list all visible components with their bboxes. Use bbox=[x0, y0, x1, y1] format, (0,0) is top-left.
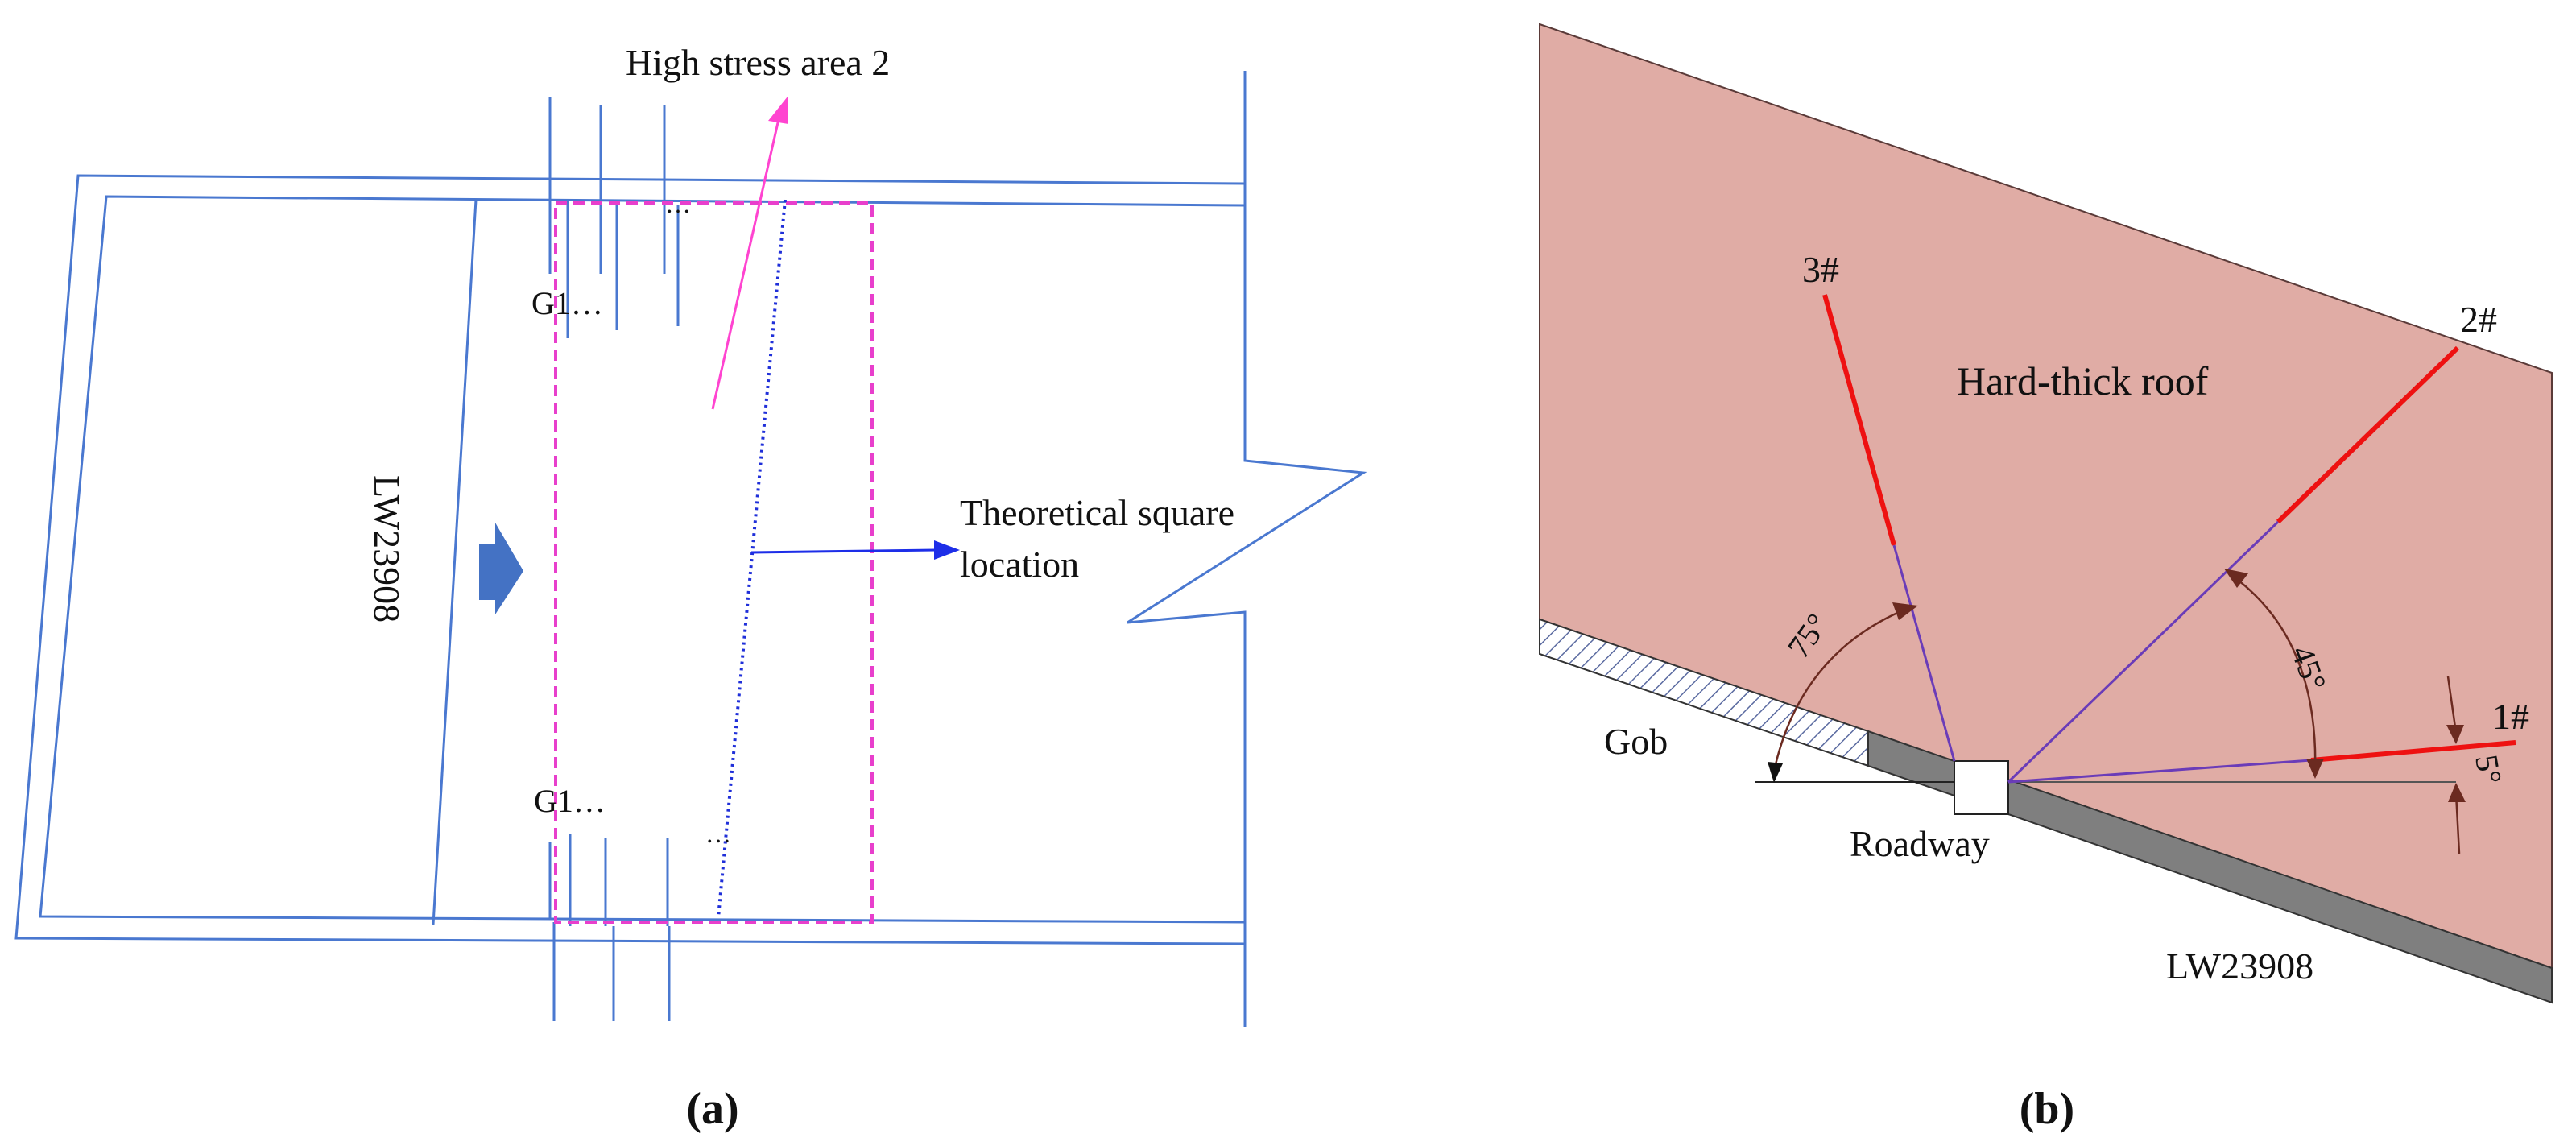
gob-label: Gob bbox=[1604, 721, 1668, 762]
drill-hole-3 bbox=[1822, 294, 1956, 762]
caption-a: (a) bbox=[686, 1084, 738, 1134]
angle-5-label: 5° bbox=[2468, 752, 2509, 787]
high-stress-area-box bbox=[554, 201, 874, 924]
angle-arc-5 bbox=[2446, 676, 2466, 854]
theory-label-line1: Theoretical square bbox=[960, 492, 1234, 533]
group-label-top: G1… bbox=[531, 285, 603, 321]
roadway-opening bbox=[1954, 760, 2009, 815]
face-label-a: LW23908 bbox=[366, 475, 407, 623]
hole-1-label: 1# bbox=[2492, 696, 2529, 737]
panel-b: Hard-thick roof Gob Roadway LW23908 3# 2… bbox=[1539, 23, 2553, 1134]
ellipsis-bottom: … bbox=[705, 819, 731, 848]
drill-hole-1 bbox=[2007, 740, 2516, 784]
high-stress-arrow bbox=[711, 97, 788, 410]
roadway-outline bbox=[14, 71, 1367, 1027]
theoretical-square-line bbox=[717, 199, 787, 919]
angle-arc-45 bbox=[2224, 569, 2324, 779]
group-label-bottom: G1… bbox=[534, 783, 606, 819]
drill-hole-2 bbox=[2007, 345, 2460, 784]
hole-3-label: 3# bbox=[1802, 249, 1839, 290]
panel-a: High stress area 2 Theoretical square lo… bbox=[14, 42, 1367, 1134]
roof-label: Hard-thick roof bbox=[1957, 358, 2209, 403]
angle-arc-75 bbox=[1768, 602, 1918, 783]
theory-label-line2: location bbox=[960, 544, 1079, 585]
high-stress-label: High stress area 2 bbox=[626, 42, 890, 83]
roadway-label: Roadway bbox=[1850, 823, 1990, 864]
ellipsis-top: … bbox=[665, 189, 691, 218]
mining-direction-arrow bbox=[479, 523, 523, 614]
drill-site-lines-top bbox=[548, 97, 680, 338]
theoretical-square-arrow bbox=[750, 540, 960, 560]
drill-site-lines-bottom bbox=[548, 834, 671, 1021]
hole-2-label: 2# bbox=[2460, 299, 2497, 340]
face-label-b: LW23908 bbox=[2166, 945, 2313, 987]
caption-b: (b) bbox=[2020, 1084, 2074, 1134]
